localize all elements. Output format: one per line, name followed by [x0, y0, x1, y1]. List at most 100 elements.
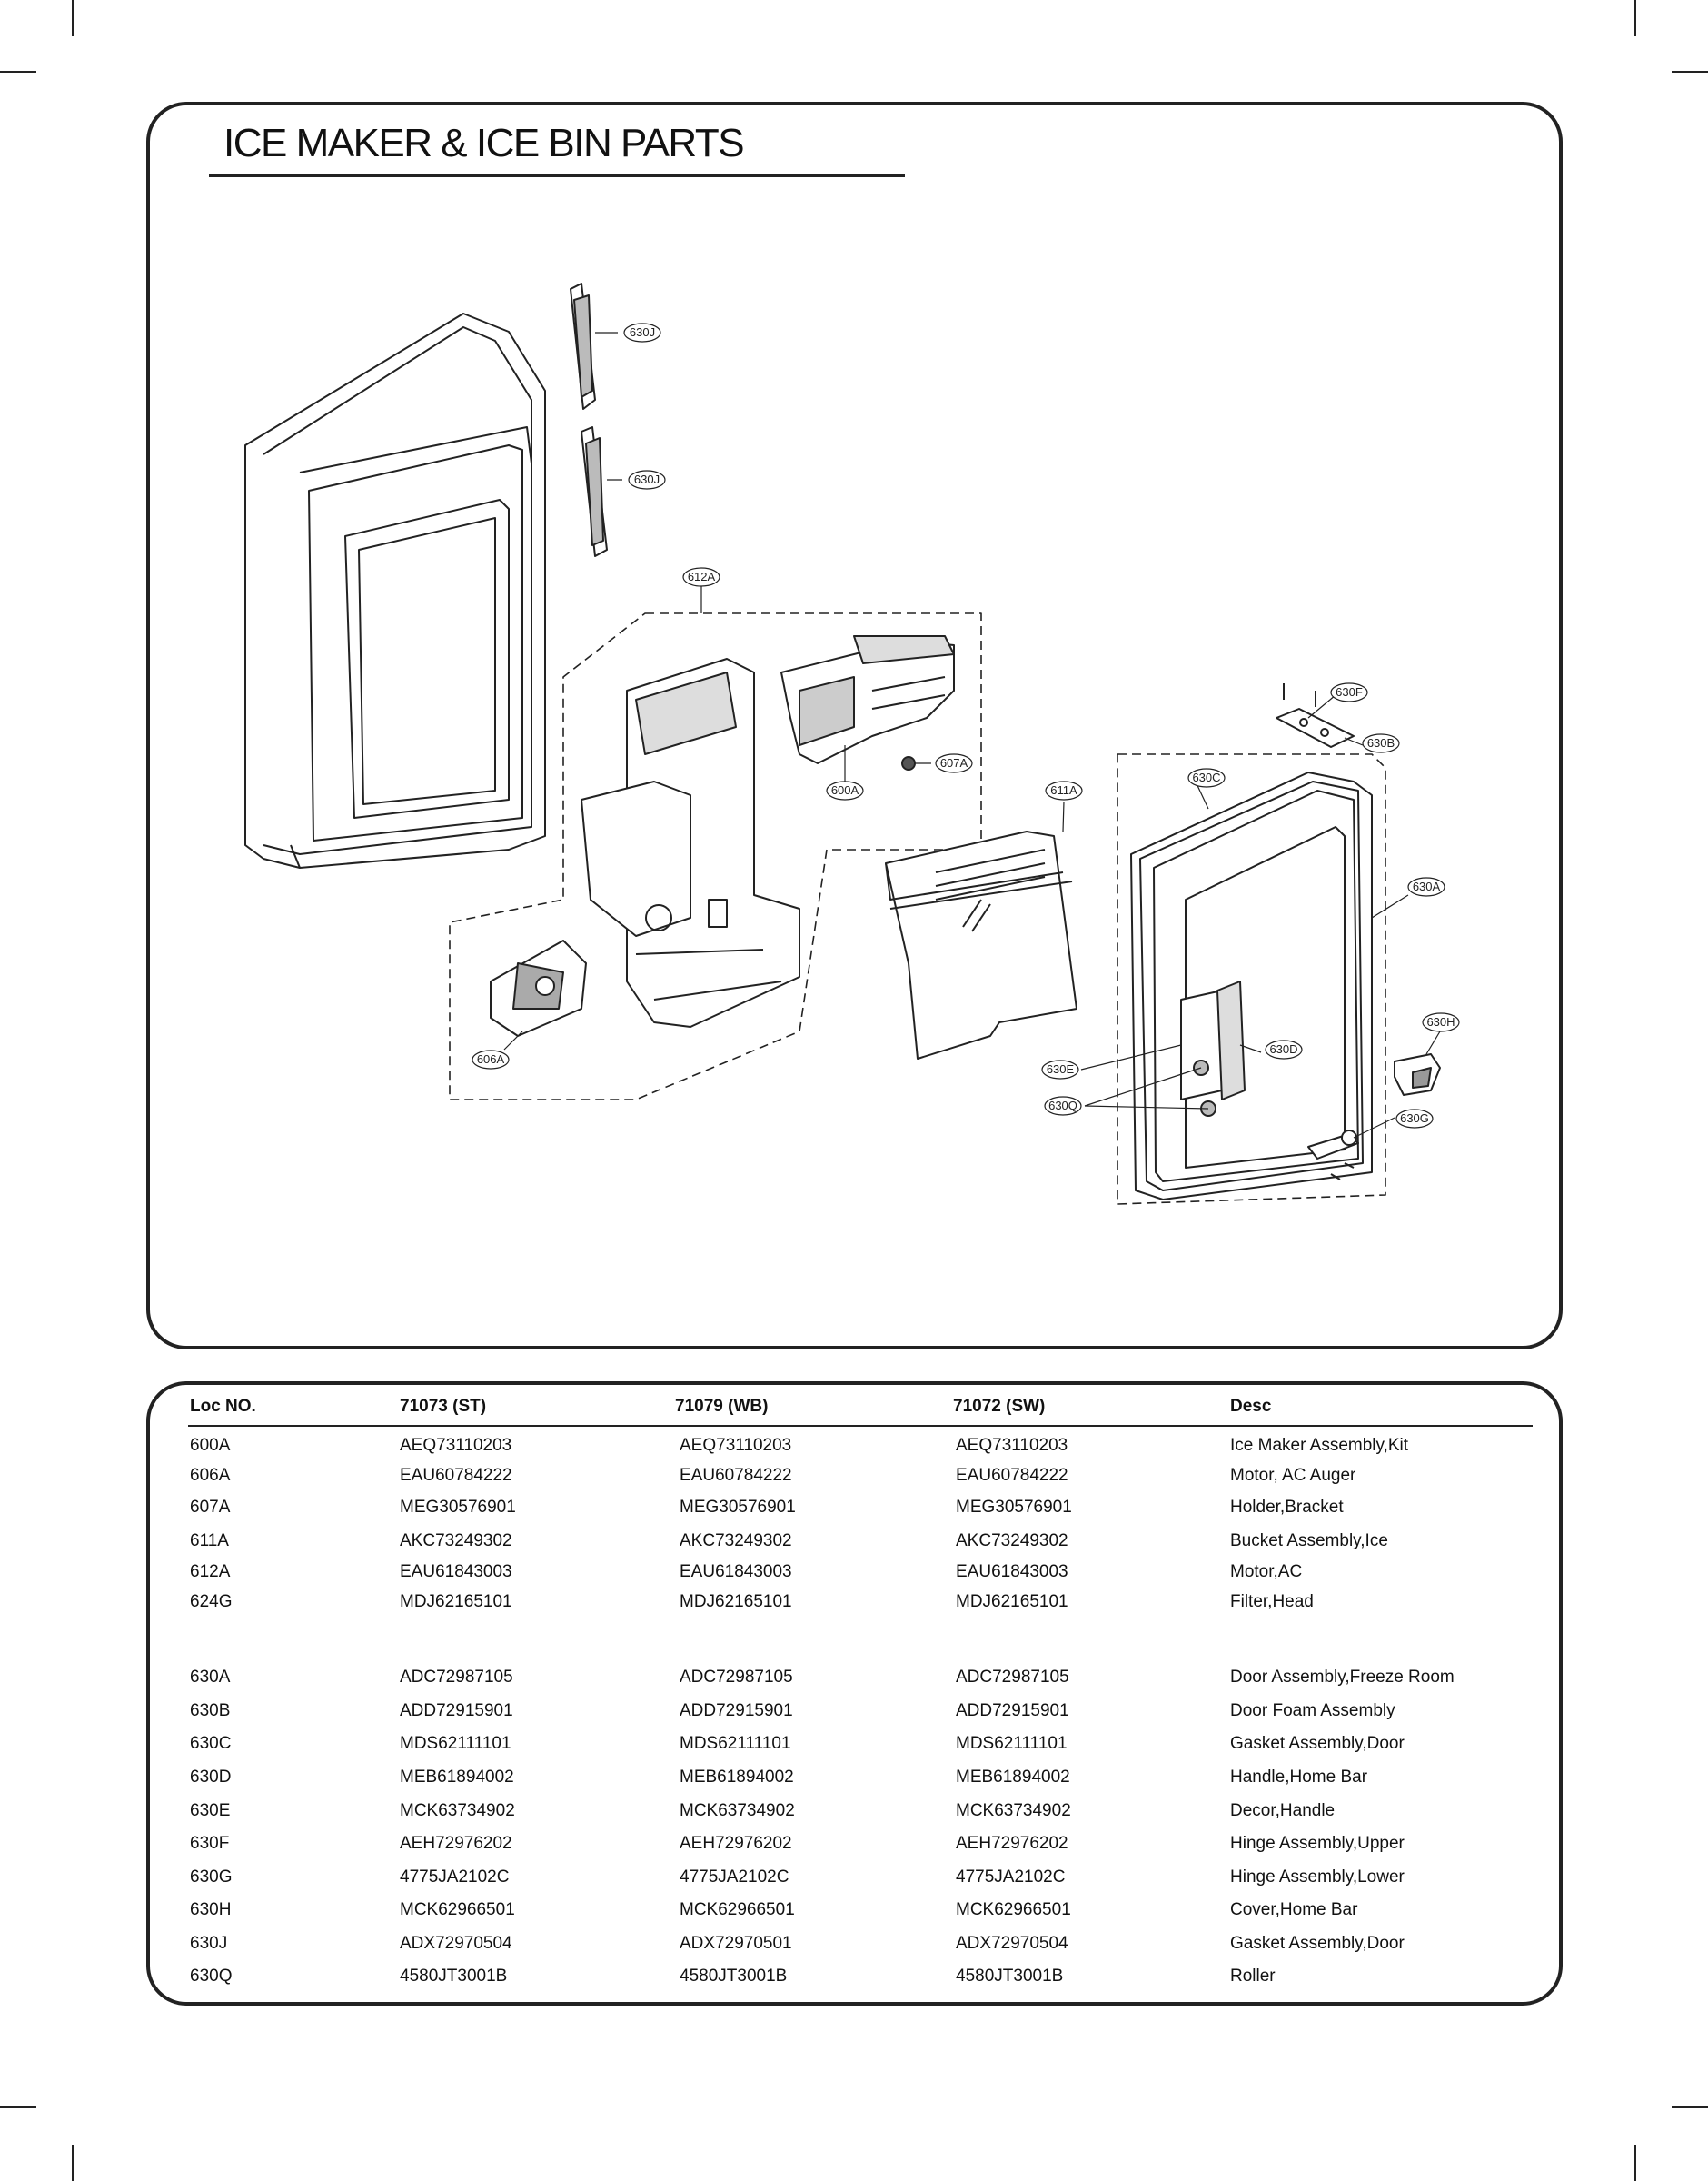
callout-600A: 600A	[826, 781, 864, 801]
desc-cell: Ice Maker Assembly,Kit	[1230, 1436, 1409, 1455]
desc-cell: Motor,AC	[1230, 1562, 1303, 1581]
part-sw-cell: MCK62966501	[956, 1900, 1071, 1919]
crop-mark	[1672, 71, 1708, 73]
loc-no-cell: 630E	[190, 1801, 231, 1820]
parts-table-panel	[146, 1381, 1563, 2006]
loc-no-cell: 624G	[190, 1592, 233, 1611]
crop-mark	[1634, 0, 1636, 36]
loc-no-cell: 630Q	[190, 1967, 233, 1986]
part-sw-cell: MEG30576901	[956, 1498, 1072, 1517]
svg-text:630H: 630H	[1426, 1015, 1455, 1029]
auger-motor-606A	[490, 940, 587, 1037]
loc-no-cell: 630D	[190, 1768, 232, 1787]
part-wb-cell: ADC72987105	[680, 1668, 793, 1687]
callout-630E: 630E	[1041, 1060, 1079, 1080]
door-630A	[1130, 772, 1373, 1200]
part-wb-cell: ADD72915901	[680, 1701, 793, 1720]
svg-text:630C: 630C	[1192, 771, 1220, 784]
svg-text:606A: 606A	[477, 1052, 505, 1066]
part-st-cell: ADX72970504	[400, 1934, 512, 1953]
svg-text:630D: 630D	[1269, 1042, 1297, 1056]
loc-no-cell: 600A	[190, 1436, 231, 1455]
crop-mark	[1672, 2106, 1708, 2108]
part-sw-cell: EAU61843003	[956, 1562, 1068, 1581]
desc-cell: Cover,Home Bar	[1230, 1900, 1358, 1919]
part-st-cell: MDS62111101	[400, 1734, 511, 1753]
part-wb-cell: EAU61843003	[680, 1562, 792, 1581]
svg-text:600A: 600A	[831, 783, 859, 797]
part-st-cell: AKC73249302	[400, 1531, 512, 1550]
desc-cell: Door Assembly,Freeze Room	[1230, 1668, 1455, 1687]
part-wb-cell: MCK62966501	[680, 1900, 795, 1919]
home-bar-cover-630H	[1394, 1053, 1441, 1096]
callout-630A: 630A	[1407, 877, 1445, 897]
part-st-cell: ADC72987105	[400, 1668, 513, 1687]
part-wb-cell: 4580JT3001B	[680, 1967, 788, 1986]
svg-text:630A: 630A	[1413, 880, 1441, 893]
callout-630H: 630H	[1422, 1012, 1460, 1032]
loc-no-cell: 607A	[190, 1498, 231, 1517]
part-wb-cell: 4775JA2102C	[680, 1867, 789, 1887]
part-wb-cell: AEH72976202	[680, 1834, 792, 1853]
callout-630D: 630D	[1265, 1040, 1303, 1060]
hinge-lower-630G	[1307, 1130, 1359, 1180]
part-st-cell: AEQ73110203	[400, 1436, 512, 1455]
part-sw-cell: MDJ62165101	[956, 1592, 1068, 1611]
svg-text:611A: 611A	[1050, 783, 1077, 797]
part-wb-cell: MDS62111101	[680, 1734, 791, 1753]
desc-cell: Hinge Assembly,Upper	[1230, 1834, 1405, 1853]
svg-text:630Q: 630Q	[1048, 1099, 1077, 1112]
part-sw-cell: ADX72970504	[956, 1934, 1068, 1953]
part-wb-cell: MEB61894002	[680, 1768, 794, 1787]
part-st-cell: MEG30576901	[400, 1498, 516, 1517]
part-sw-cell: AKC73249302	[956, 1531, 1068, 1550]
svg-text:630E: 630E	[1047, 1062, 1075, 1076]
loc-no-cell: 606A	[190, 1466, 231, 1485]
title-underline	[209, 174, 905, 177]
desc-cell: Bucket Assembly,Ice	[1230, 1531, 1388, 1550]
loc-no-cell: 630B	[190, 1701, 231, 1720]
svg-text:630G: 630G	[1400, 1111, 1429, 1125]
svg-text:607A: 607A	[940, 756, 968, 770]
part-sw-cell: 4580JT3001B	[956, 1967, 1064, 1986]
part-st-cell: AEH72976202	[400, 1834, 512, 1853]
part-wb-cell: MDJ62165101	[680, 1592, 792, 1611]
callout-630Q: 630Q	[1044, 1096, 1082, 1116]
part-wb-cell: MCK63734902	[680, 1801, 795, 1820]
part-wb-cell: EAU60784222	[680, 1466, 792, 1485]
desc-cell: Motor, AC Auger	[1230, 1466, 1356, 1485]
desc-cell: Roller	[1230, 1967, 1276, 1986]
part-sw-cell: 4775JA2102C	[956, 1867, 1066, 1887]
part-sw-cell: AEQ73110203	[956, 1436, 1068, 1455]
loc-no-cell: 630F	[190, 1834, 230, 1853]
loc-no-cell: 630H	[190, 1900, 232, 1919]
callout-630J-lower: 630J	[628, 470, 666, 490]
crop-mark	[72, 0, 74, 36]
callout-607A: 607A	[935, 753, 973, 773]
crop-mark	[0, 71, 36, 73]
loc-no-cell: 630A	[190, 1668, 231, 1687]
part-wb-cell: ADX72970501	[680, 1934, 792, 1953]
callout-630G: 630G	[1395, 1109, 1434, 1129]
part-sw-cell: AEH72976202	[956, 1834, 1068, 1853]
hinge-upper-630F	[1276, 683, 1355, 748]
desc-cell: Door Foam Assembly	[1230, 1701, 1395, 1720]
callout-630B: 630B	[1362, 733, 1400, 753]
callout-611A: 611A	[1045, 781, 1083, 801]
part-wb-cell: MEG30576901	[680, 1498, 796, 1517]
svg-text:612A: 612A	[688, 570, 716, 583]
svg-text:630J: 630J	[630, 325, 655, 339]
loc-no-cell: 630G	[190, 1867, 233, 1887]
motor-bracket-612A	[581, 658, 800, 1028]
desc-cell: Handle,Home Bar	[1230, 1768, 1368, 1787]
part-st-cell: MCK63734902	[400, 1801, 515, 1820]
part-sw-cell: ADC72987105	[956, 1668, 1069, 1687]
loc-no-cell: 630C	[190, 1734, 232, 1753]
part-st-cell: MCK62966501	[400, 1900, 515, 1919]
ice-bucket-611A	[885, 831, 1077, 1060]
exploded-parts-diagram: 630J 630J 612A 600A 607A 611A 630F 630B …	[244, 283, 1460, 1205]
part-st-cell: MDJ62165101	[400, 1592, 512, 1611]
part-st-cell: 4580JT3001B	[400, 1967, 508, 1986]
part-wb-cell: AEQ73110203	[680, 1436, 792, 1455]
handle-630D	[1180, 981, 1246, 1117]
